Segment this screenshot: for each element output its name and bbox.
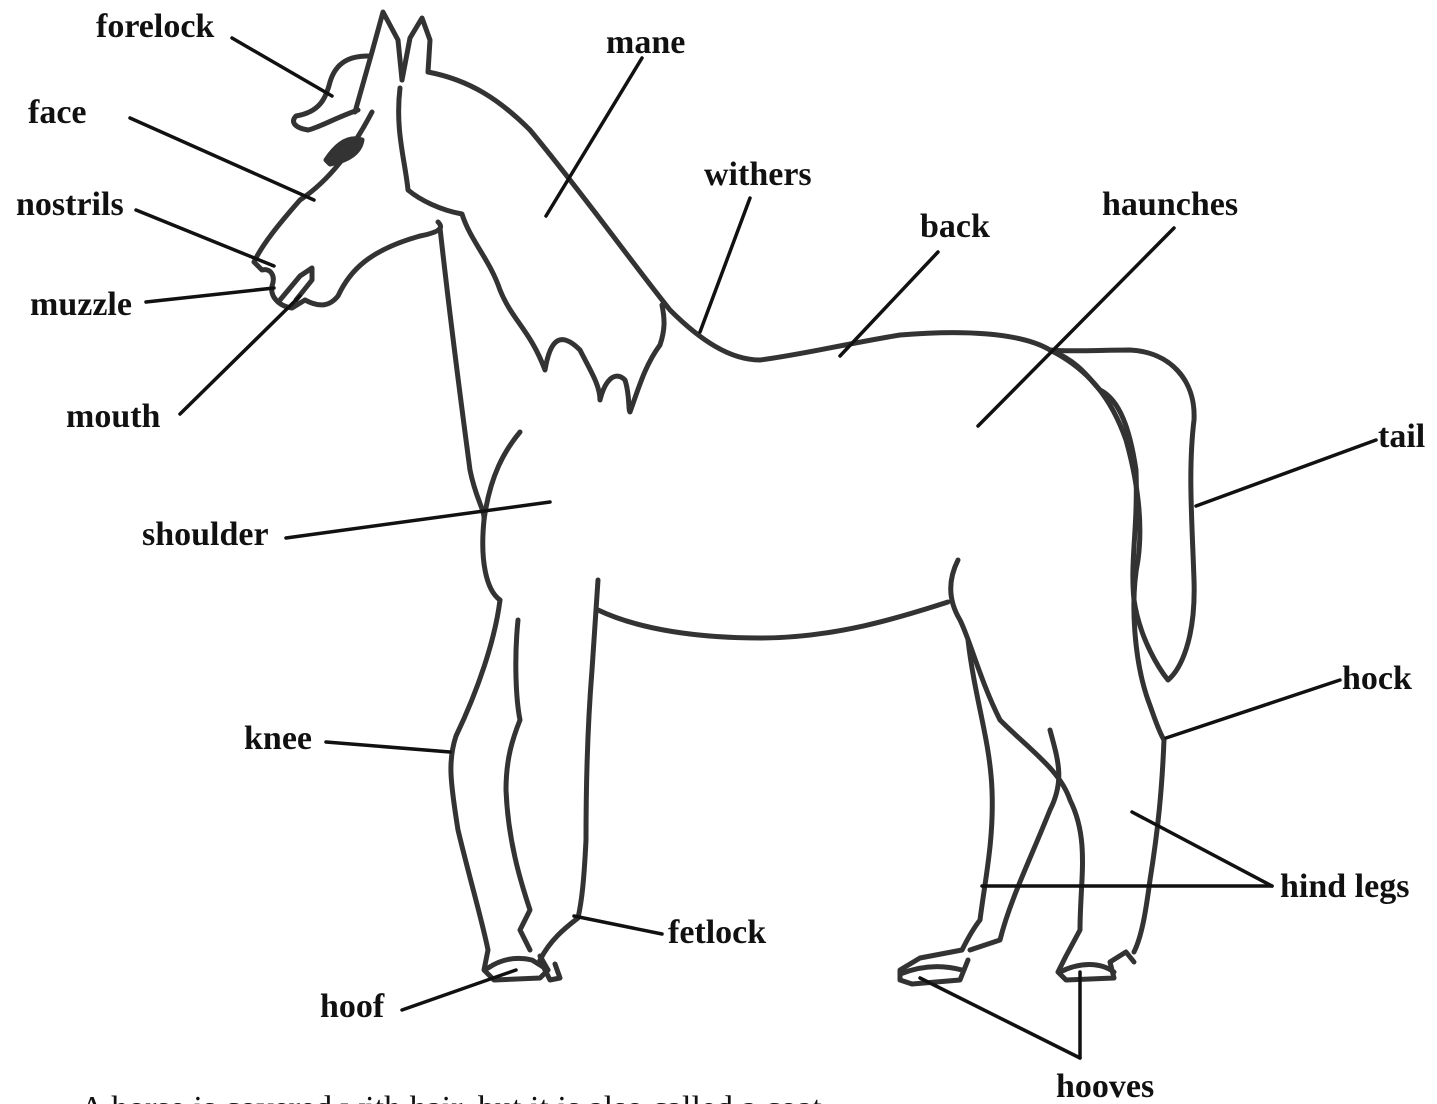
label-forelock: forelock: [96, 10, 214, 44]
label-face: face: [28, 96, 87, 130]
label-fetlock: fetlock: [668, 916, 766, 950]
leader-forelock: [232, 38, 332, 96]
leader-haunches: [978, 228, 1174, 426]
hind-quarter: [1050, 350, 1164, 740]
leader-muzzle: [146, 288, 274, 302]
label-mouth: mouth: [66, 400, 160, 434]
leader-hock: [1166, 680, 1340, 738]
leader-hoof: [402, 970, 516, 1010]
caption-text: A horse is covered with hair, but it is …: [80, 1092, 822, 1104]
leader-knee: [326, 742, 450, 752]
label-hock: hock: [1342, 662, 1412, 696]
label-hoof: hoof: [320, 990, 384, 1024]
label-back: back: [920, 210, 990, 244]
ear-right: [402, 18, 430, 80]
hind-leg-far: [900, 640, 992, 984]
leader-hooves-1: [920, 978, 1080, 1058]
throat-chest: [440, 228, 500, 600]
leader-mane: [546, 58, 642, 216]
label-muzzle: muzzle: [30, 288, 132, 322]
leader-shoulder: [286, 502, 550, 538]
jaw-line: [305, 222, 441, 305]
eye: [326, 139, 362, 164]
forelock-outline: [293, 56, 368, 130]
leader-withers: [700, 198, 750, 332]
label-withers: withers: [704, 158, 812, 192]
hoof-hind: [900, 967, 962, 974]
label-hooves: hooves: [1056, 1070, 1154, 1104]
label-shoulder: shoulder: [142, 518, 269, 552]
label-tail: tail: [1378, 420, 1425, 454]
label-knee: knee: [244, 722, 312, 756]
leader-mouth: [180, 296, 300, 414]
neck-top: [428, 72, 1100, 390]
leader-tail: [1196, 440, 1376, 506]
front-leg-near-inner: [506, 620, 530, 950]
label-haunches: haunches: [1102, 188, 1238, 222]
tail-outline: [1050, 350, 1194, 680]
leader-back: [840, 252, 938, 356]
label-hind-legs: hind legs: [1280, 870, 1409, 904]
hoof-hind-2: [1060, 965, 1114, 973]
ear-left: [355, 12, 402, 112]
label-nostrils: nostrils: [16, 188, 124, 222]
belly: [598, 602, 948, 638]
mouth-line: [280, 268, 312, 300]
leader-face: [130, 118, 314, 200]
leader-fetlock: [574, 916, 662, 934]
hind-leg-near-back: [1134, 740, 1164, 952]
label-mane: mane: [606, 26, 685, 60]
front-leg-near: [451, 600, 548, 980]
leader-nostrils: [136, 210, 274, 266]
